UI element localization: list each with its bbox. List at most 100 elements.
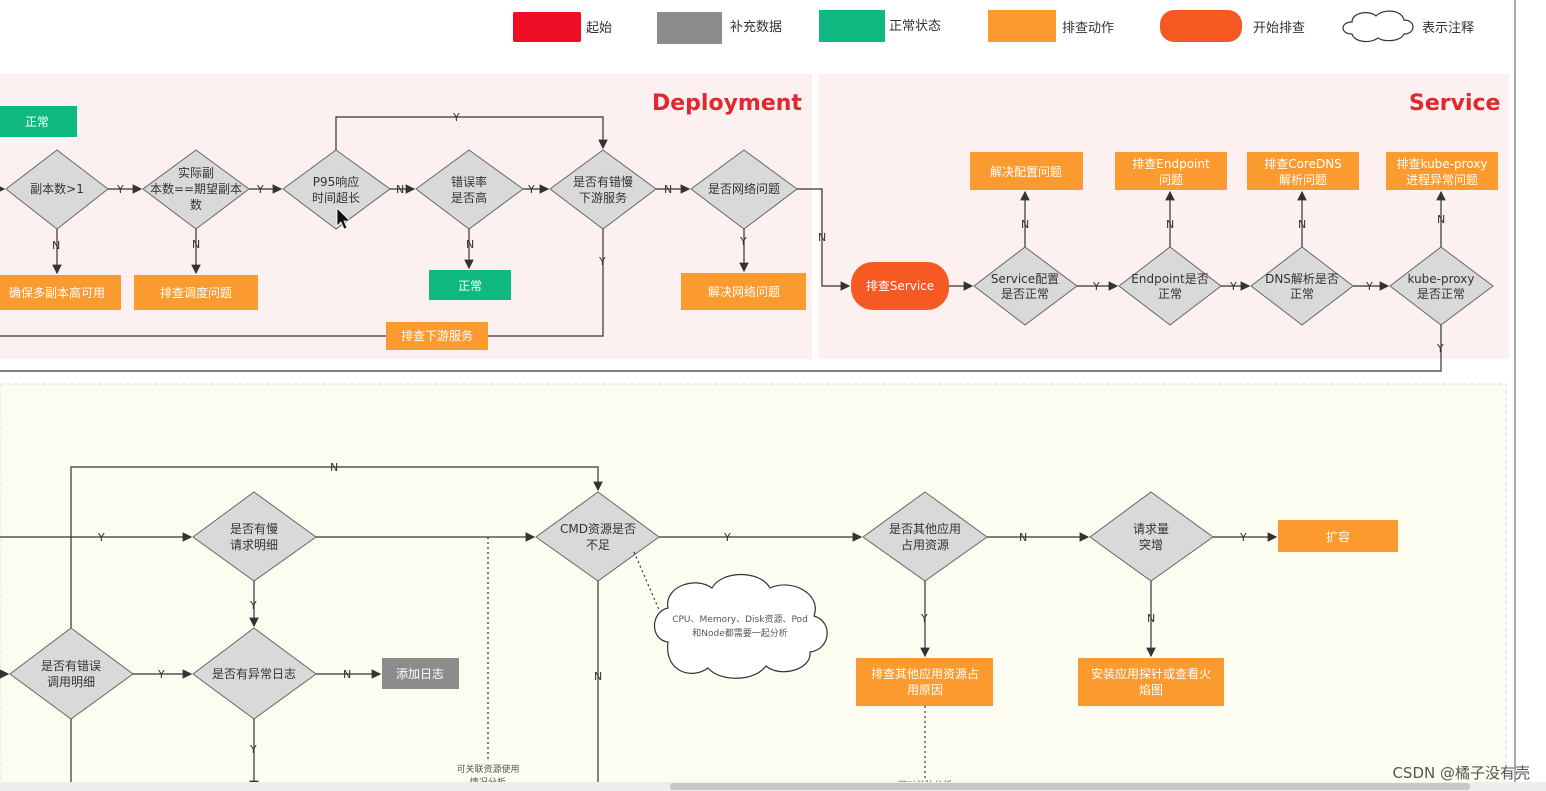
- legend-supplement-label: 补充数据: [730, 19, 782, 35]
- lbl-y-b3: Y: [1239, 531, 1247, 544]
- service-title: Service: [1409, 91, 1500, 116]
- supplement-addlog-label: 添加日志: [396, 667, 444, 681]
- lbl-n-b4: N: [594, 670, 602, 683]
- action-sched-box: [134, 275, 258, 310]
- deployment-title: Deployment: [652, 91, 802, 116]
- decision-service-config: [973, 246, 1078, 326]
- edge-kp-bottom: [0, 325, 1442, 372]
- lbl-n-5: N: [466, 238, 474, 251]
- normal-top-label: 正常: [25, 115, 49, 129]
- action-ha-box: [0, 275, 121, 310]
- lbl-n-s1: N: [1021, 218, 1029, 231]
- horizontal-scrollbar-thumb[interactable]: [670, 783, 1470, 790]
- decision-p95: [282, 149, 391, 230]
- decision-dns: [1250, 246, 1354, 326]
- legend-action-label: 排查动作: [1062, 21, 1114, 36]
- legend-normal-swatch: [819, 10, 885, 42]
- normal-mid-box: [429, 270, 511, 300]
- decision-err-label-1: 错误率: [451, 174, 487, 189]
- decision-cmd-label-1: CMD资源是否: [560, 522, 636, 536]
- action-other-box: [856, 658, 993, 706]
- decision-cfg-label-2: 是否正常: [1001, 287, 1049, 301]
- note-cloud-icon: [654, 574, 828, 679]
- decision-other-label-2: 占用资源: [901, 537, 949, 552]
- decision-dns-label-2: 正常: [1290, 287, 1314, 301]
- lbl-y-s2: Y: [1229, 280, 1237, 293]
- edge-errcall-cmd-loop: [70, 466, 603, 628]
- legend-note-cloud-icon: [1342, 10, 1414, 43]
- lbl-n-s3: N: [1298, 218, 1306, 231]
- lbl-n-2: N: [664, 183, 672, 196]
- lbl-y-3: Y: [527, 183, 535, 196]
- action-config-label: 解决配置问题: [990, 165, 1062, 179]
- action-probe-box: [1078, 658, 1224, 706]
- action-downstream-box: [386, 322, 488, 350]
- decision-slowreq-label-1: 是否有慢: [230, 522, 278, 536]
- lbl-y-1: Y: [116, 183, 124, 196]
- legend-supplement-swatch: [657, 12, 722, 44]
- decision-slow-label-1: 是否有错慢: [573, 175, 633, 189]
- action-endpoint-label-1: 排查Endpoint: [1132, 157, 1210, 171]
- lbl-y-4: Y: [739, 235, 747, 248]
- lbl-y-b2: Y: [723, 531, 731, 544]
- legend: 起始 补充数据 正常状态 排查动作 开始排查 表示注释: [513, 10, 1474, 44]
- lbl-n-s2: N: [1166, 218, 1174, 231]
- lbl-n-1: N: [396, 183, 404, 196]
- lbl-y-s3: Y: [1365, 280, 1373, 293]
- lbl-y-s4: Y: [1436, 342, 1444, 355]
- begin-service-label: 排查Service: [866, 279, 934, 293]
- decision-errcall-label-2: 调用明细: [47, 675, 95, 689]
- footnote-assoc-1: 可关联资源使用: [456, 763, 519, 775]
- legend-note-label: 表示注释: [1422, 21, 1474, 36]
- action-endpoint-label-2: 问题: [1159, 173, 1183, 187]
- note-text-1: CPU、Memory、Disk资源、Pod: [672, 614, 808, 625]
- action-dns-box: [1247, 152, 1359, 190]
- action-kp-label-1: 排查kube-proxy: [1397, 157, 1488, 171]
- normal-mid-label: 正常: [458, 279, 482, 293]
- lbl-y-s1: Y: [1092, 280, 1100, 293]
- begin-service-node[interactable]: [851, 262, 949, 310]
- decision-ep-label-2: 正常: [1158, 287, 1182, 301]
- decision-kp-label-2: 是否正常: [1417, 287, 1465, 301]
- lbl-y-2: Y: [256, 183, 264, 196]
- decision-replicas-label: 副本数>1: [30, 181, 84, 196]
- legend-start-swatch: [513, 12, 581, 42]
- action-net-label: 解决网络问题: [708, 284, 780, 299]
- action-sched-label: 排查调度问题: [160, 285, 232, 300]
- action-kp-label-2: 进程异常问题: [1406, 172, 1478, 187]
- action-ha-label: 确保多副本高可用: [9, 285, 105, 300]
- decision-slowreq-label-2: 请求明细: [230, 538, 278, 552]
- decision-errlog-label: 是否有异常日志: [212, 667, 296, 681]
- action-probe-label-1: 安装应用探针或查看火: [1091, 666, 1211, 681]
- decision-cfg-label-1: Service配置: [991, 272, 1059, 286]
- lbl-n-6: N: [818, 231, 826, 244]
- action-downstream-label: 排查下游服务: [401, 328, 473, 343]
- legend-normal-label: 正常状态: [889, 19, 941, 34]
- lbl-y-b7: Y: [920, 612, 928, 625]
- lbl-y-b1: Y: [97, 531, 105, 544]
- decision-p95-label-1: P95响应: [313, 174, 360, 189]
- deployment-section: [0, 74, 812, 359]
- note-text-2: 和Node都需要一起分析: [692, 627, 788, 639]
- legend-start-label: 起始: [586, 21, 612, 36]
- decision-actual-label-2: 本数==期望副本: [150, 181, 242, 196]
- decision-errcall-label-1: 是否有错误: [41, 659, 101, 673]
- decision-other-label-1: 是否其他应用: [889, 521, 961, 536]
- action-dns-label-1: 排查CoreDNS: [1264, 157, 1342, 171]
- normal-top-box: [0, 106, 77, 137]
- decision-burst-label-1: 请求量: [1133, 522, 1169, 536]
- action-config-box: [970, 152, 1083, 190]
- action-net-box: [681, 273, 806, 310]
- legend-begin-swatch: [1160, 10, 1242, 42]
- lbl-n-3: N: [52, 239, 60, 252]
- decision-p95-label-2: 时间超长: [312, 190, 360, 205]
- lbl-n-b3: N: [330, 461, 338, 474]
- decision-cmd-label-2: 不足: [586, 538, 610, 552]
- action-endpoint-box: [1115, 152, 1227, 190]
- edge-p95-slow-loop: [335, 116, 608, 150]
- decision-endpoint: [1118, 246, 1222, 326]
- decision-kp-label-1: kube-proxy: [1408, 272, 1475, 286]
- decision-net-label: 是否网络问题: [708, 181, 780, 196]
- lbl-n-4: N: [192, 238, 200, 251]
